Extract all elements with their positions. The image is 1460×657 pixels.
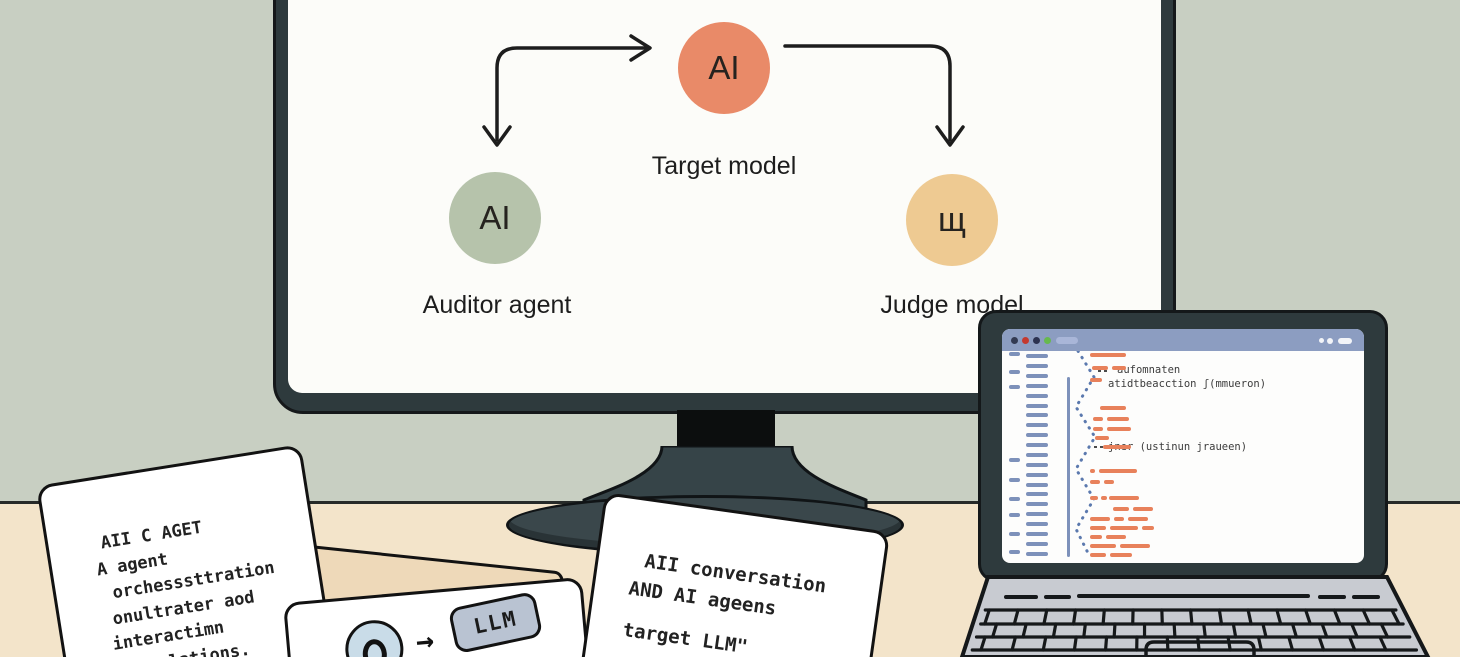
code-bar [1090, 496, 1098, 500]
code-bar [1099, 469, 1137, 473]
code-bar [1133, 507, 1153, 511]
code-bar [1090, 517, 1110, 521]
code-bar [1026, 542, 1048, 546]
code-bar [1100, 406, 1126, 410]
code-bar [1009, 370, 1020, 374]
code-bar [1090, 353, 1126, 357]
code-tree-dots [1074, 349, 1110, 557]
code-bar [1026, 502, 1048, 506]
code-annotation-2: atidtbeacction ʃ(mmueron) [1108, 378, 1267, 390]
window-dot-1 [1011, 337, 1018, 344]
code-bar [1090, 378, 1102, 382]
code-bar [1009, 478, 1020, 482]
code-bar [1113, 507, 1129, 511]
code-bar [1090, 526, 1106, 530]
node-target-badge: AI [708, 49, 740, 86]
code-bar [1026, 374, 1048, 378]
code-bar [1106, 535, 1126, 539]
window-dot-red [1022, 337, 1029, 344]
code-bar [1026, 364, 1048, 368]
code-bar [1026, 404, 1048, 408]
code-bar [1026, 532, 1048, 536]
code-bar [1026, 522, 1048, 526]
arrow-right-icon: → [414, 623, 436, 657]
laptop-base [959, 575, 1431, 657]
code-bar [1026, 394, 1048, 398]
code-bar [1009, 513, 1020, 517]
code-bar [1026, 552, 1048, 556]
code-bar [1026, 423, 1048, 427]
titlebar-control-dot-1 [1319, 338, 1324, 343]
code-bar [1090, 469, 1095, 473]
caption-target-model: Target model [651, 152, 797, 180]
node-judge-model: щ [906, 174, 998, 266]
code-bar [1009, 532, 1020, 536]
node-target-model: AI [678, 22, 770, 114]
code-indent-rule [1067, 377, 1070, 557]
function-key-row [1004, 594, 1380, 599]
code-bar [1009, 352, 1020, 356]
code-bar [1026, 463, 1048, 467]
titlebar-control-dot-2 [1327, 338, 1333, 344]
code-bar [1026, 413, 1048, 417]
code-bar [1026, 354, 1048, 358]
code-bar [1026, 443, 1048, 447]
code-bar [1026, 433, 1048, 437]
code-bar [1090, 544, 1116, 548]
code-bar [1009, 497, 1020, 501]
code-bar [1090, 535, 1102, 539]
code-bar [1026, 512, 1048, 516]
code-bar [1090, 480, 1100, 484]
node-judge-badge: щ [938, 200, 966, 239]
code-bar [1107, 417, 1129, 421]
code-bar [1103, 445, 1131, 449]
llm-chip: LLM [447, 590, 544, 655]
code-bar [1092, 366, 1108, 370]
code-bar [1026, 492, 1048, 496]
code-bar [1009, 550, 1020, 554]
code-bar [1009, 385, 1020, 389]
titlebar-control-pill [1338, 338, 1352, 344]
keyboard-keys [970, 608, 1419, 652]
node-auditor-badge: AI [479, 199, 511, 236]
browser-titlebar [1002, 329, 1364, 351]
code-bar [1101, 496, 1107, 500]
code-bar [1095, 436, 1109, 440]
code-bar [1142, 526, 1154, 530]
code-bar [1107, 427, 1131, 431]
code-annotation-3: jner (ustinun jraueen) [1108, 441, 1248, 453]
code-bar [1093, 427, 1103, 431]
window-dot-2 [1033, 337, 1040, 344]
code-bar [1009, 458, 1020, 462]
code-annotation-1: aufomnaten [1117, 364, 1181, 376]
code-bar [1026, 453, 1048, 457]
code-bar [1110, 526, 1138, 530]
window-dot-green [1044, 337, 1051, 344]
laptop-display: aufomnaten atidtbeacction ʃ(mmueron) jne… [1002, 329, 1364, 563]
llm-card-circle-icon [342, 617, 406, 657]
code-bar [1109, 496, 1139, 500]
trackpad [1144, 640, 1256, 657]
code-bar [1090, 553, 1106, 557]
code-bar [1104, 480, 1114, 484]
code-bar [1112, 366, 1126, 370]
code-bar [1110, 553, 1132, 557]
code-bar [1026, 473, 1048, 477]
titlebar-tab-pill [1056, 337, 1078, 344]
node-auditor-agent: AI [449, 172, 541, 264]
code-bar [1120, 544, 1150, 548]
code-bar [1128, 517, 1148, 521]
code-bar [1093, 417, 1103, 421]
caption-auditor-agent: Auditor agent [422, 291, 572, 319]
code-bar [1114, 517, 1124, 521]
code-bar [1026, 384, 1048, 388]
code-bar [1026, 483, 1048, 487]
